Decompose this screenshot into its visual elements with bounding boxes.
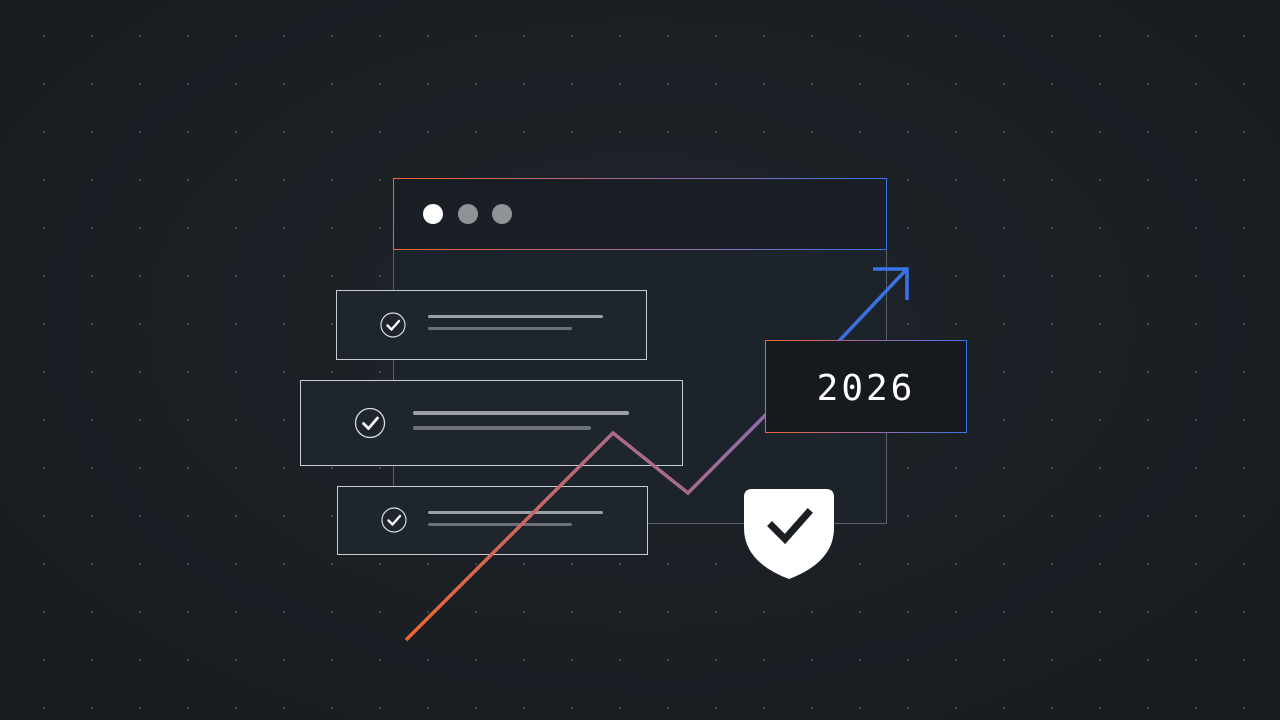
trend-line (404, 338, 842, 642)
window-dot-gray (458, 204, 478, 224)
window-dot-gray-2 (492, 204, 512, 224)
text-line-primary (428, 511, 603, 514)
check-circle-icon (380, 312, 406, 338)
checklist-card-frame (337, 486, 648, 555)
text-line-primary (413, 411, 629, 415)
text-line-secondary (428, 327, 572, 330)
text-line-secondary (413, 426, 591, 430)
checklist-card-frame (300, 380, 683, 466)
arrow-up-right-icon (838, 267, 909, 342)
checklist-card (336, 290, 647, 360)
checklist-card-large (300, 380, 683, 466)
check-circle-icon (354, 407, 386, 439)
year-label: 2026 (817, 368, 916, 409)
check-circle-icon (381, 507, 407, 533)
window-dot-white (423, 204, 443, 224)
checklist-card-frame (336, 290, 647, 360)
text-line-primary (428, 315, 603, 318)
year-badge: 2026 (765, 340, 967, 433)
year-badge-frame (765, 340, 967, 433)
text-line-secondary (428, 523, 572, 526)
checklist-card (337, 486, 648, 555)
shield-check-icon (744, 489, 834, 579)
